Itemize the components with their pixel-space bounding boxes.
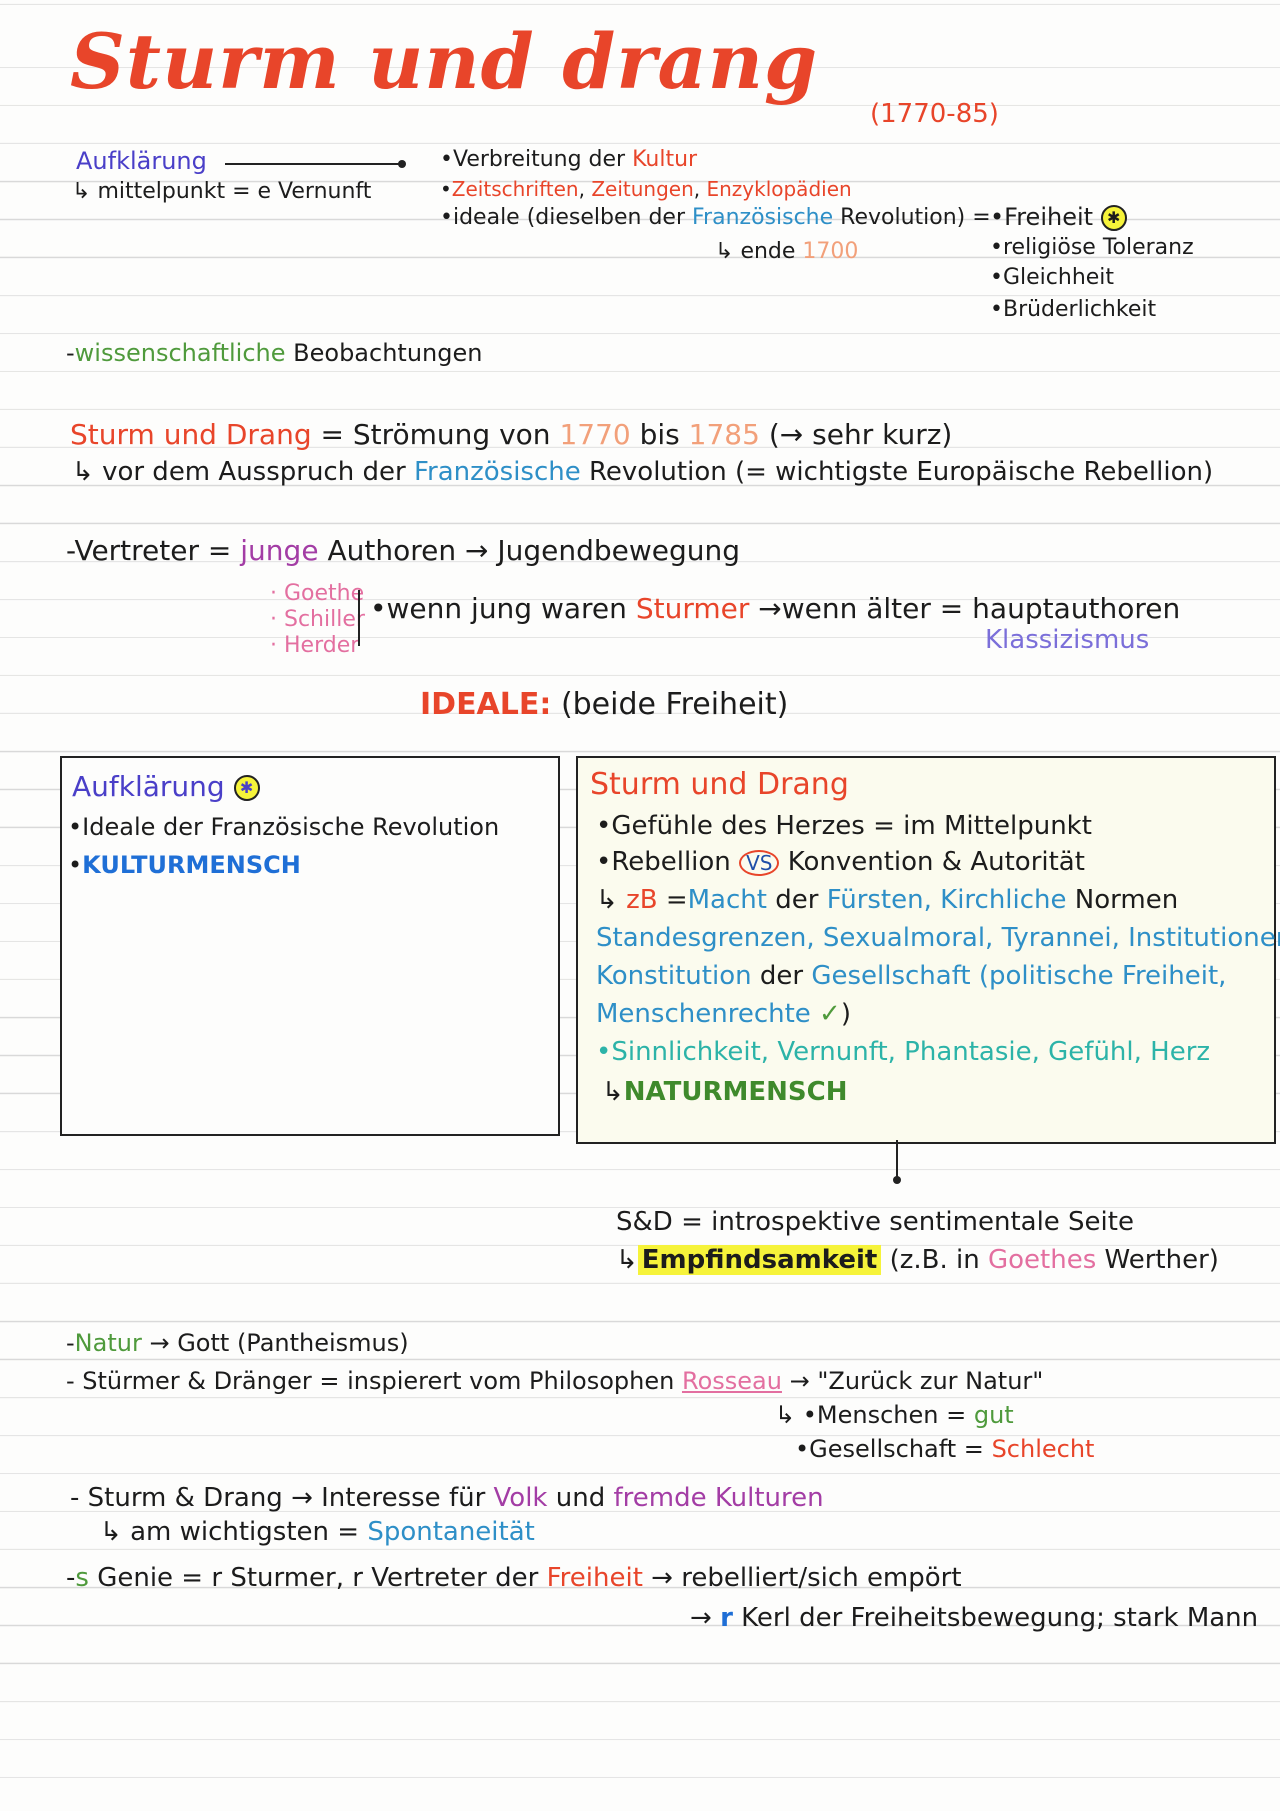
box-left-line1: •Ideale der Französische Revolution	[68, 813, 500, 841]
kerl-line: → r Kerl der Freiheitsbewegung; stark Ma…	[690, 1603, 1259, 1633]
kultur-line3: •ideale (dieselben der Französische Revo…	[440, 205, 991, 230]
box-left-line2: •KULTURMENSCH	[68, 851, 301, 879]
gleichheit-item: •Gleichheit	[990, 265, 1115, 290]
sd-line: S&D = introspektive sentimentale Seite	[616, 1207, 1134, 1237]
aufklaerung-label: Aufklärung	[76, 147, 207, 175]
sturm-und-drang-box: Sturm und Drang •Gefühle des Herzes = im…	[576, 756, 1280, 1144]
box-right-line5: Konstitution der Gesellschaft (politisch…	[596, 961, 1227, 991]
author-schiller: · Schiller	[270, 607, 365, 632]
klassizismus-label: Klassizismus	[985, 625, 1150, 655]
box-right-title: Sturm und Drang	[590, 767, 849, 802]
bruederlichkeit-item: •Brüderlichkeit	[990, 297, 1157, 322]
box-right-line8: ↳NATURMENSCH	[602, 1077, 848, 1107]
box-right-line6: Menschenrechte ✓)	[596, 999, 851, 1029]
down-arrow-dot	[893, 1176, 901, 1184]
wissenschaft-line: -wissenschaftliche Beobachtungen	[66, 339, 483, 367]
sud-revolution: ↳ vor dem Ausspruch der Französische Rev…	[72, 457, 1214, 487]
toleranz-item: •religiöse Toleranz	[990, 235, 1194, 260]
check-icon: ✓	[819, 999, 841, 1029]
title-years: (1770-85)	[870, 99, 999, 129]
aufklaerung-sub: ↳ mittelpunkt = e Vernunft	[72, 179, 372, 204]
author-goethe: · Goethe	[270, 581, 365, 606]
bracket	[358, 590, 360, 646]
vs-badge: VS	[739, 850, 780, 876]
star-icon-box: ✱	[233, 775, 260, 801]
spontaneitaet-line: ↳ am wichtigsten = Spontaneität	[100, 1517, 535, 1547]
genie-line: -s Genie = r Sturmer, r Vertreter der Fr…	[66, 1563, 962, 1593]
aufklaerung-box: Aufklärung ✱ •Ideale der Französische Re…	[60, 756, 560, 1136]
box-left-title: Aufklärung ✱	[72, 771, 260, 803]
box-right-line1: •Gefühle des Herzes = im Mittelpunkt	[596, 811, 1092, 841]
vertreter-line: -Vertreter = junge Authoren → Jugendbewe…	[66, 534, 741, 567]
kultur-line1: •Verbreitung der Kultur	[440, 147, 698, 172]
sud-definition: Sturm und Drang = Strömung von 1770 bis …	[70, 418, 953, 451]
gesellschaft-line: •Gesellschaft = Schlecht	[795, 1435, 1095, 1463]
freiheit-item: •Freiheit ✱	[990, 204, 1127, 231]
author-herder: · Herder	[270, 633, 360, 658]
stuermer-line: - Stürmer & Dränger = inspierert vom Phi…	[66, 1367, 1044, 1395]
page-title: Sturm und drang	[70, 17, 819, 106]
box-right-line4: Standesgrenzen, Sexualmoral, Tyrannei, I…	[596, 923, 1280, 953]
box-right-line3: ↳ zB =Macht der Fürsten, Kirchliche Norm…	[596, 885, 1179, 915]
sturmer-line: •wenn jung waren Sturmer →wenn älter = h…	[370, 592, 1181, 625]
interesse-line: - Sturm & Drang → Interesse für Volk und…	[70, 1483, 824, 1513]
kultur-line4: ↳ ende 1700	[715, 239, 859, 264]
box-right-line2: •Rebellion VS Konvention & Autorität	[596, 847, 1085, 877]
box-right-line7: •Sinnlichkeit, Vernunft, Phantasie, Gefü…	[596, 1037, 1211, 1067]
ideale-heading: IDEALE: (beide Freiheit)	[420, 687, 789, 722]
arrow-dot	[398, 160, 406, 168]
empfindsamkeit-line: ↳Empfindsamkeit (z.B. in Goethes Werther…	[616, 1245, 1219, 1275]
down-arrow-line	[896, 1140, 898, 1180]
natur-line: -Natur → Gott (Pantheismus)	[66, 1329, 409, 1357]
arrow-line	[225, 163, 400, 165]
star-icon: ✱	[1100, 205, 1127, 231]
menschen-line: ↳ •Menschen = gut	[775, 1401, 1014, 1429]
kultur-line2: •Zeitschriften, Zeitungen, Enzyklopädien	[440, 177, 852, 201]
